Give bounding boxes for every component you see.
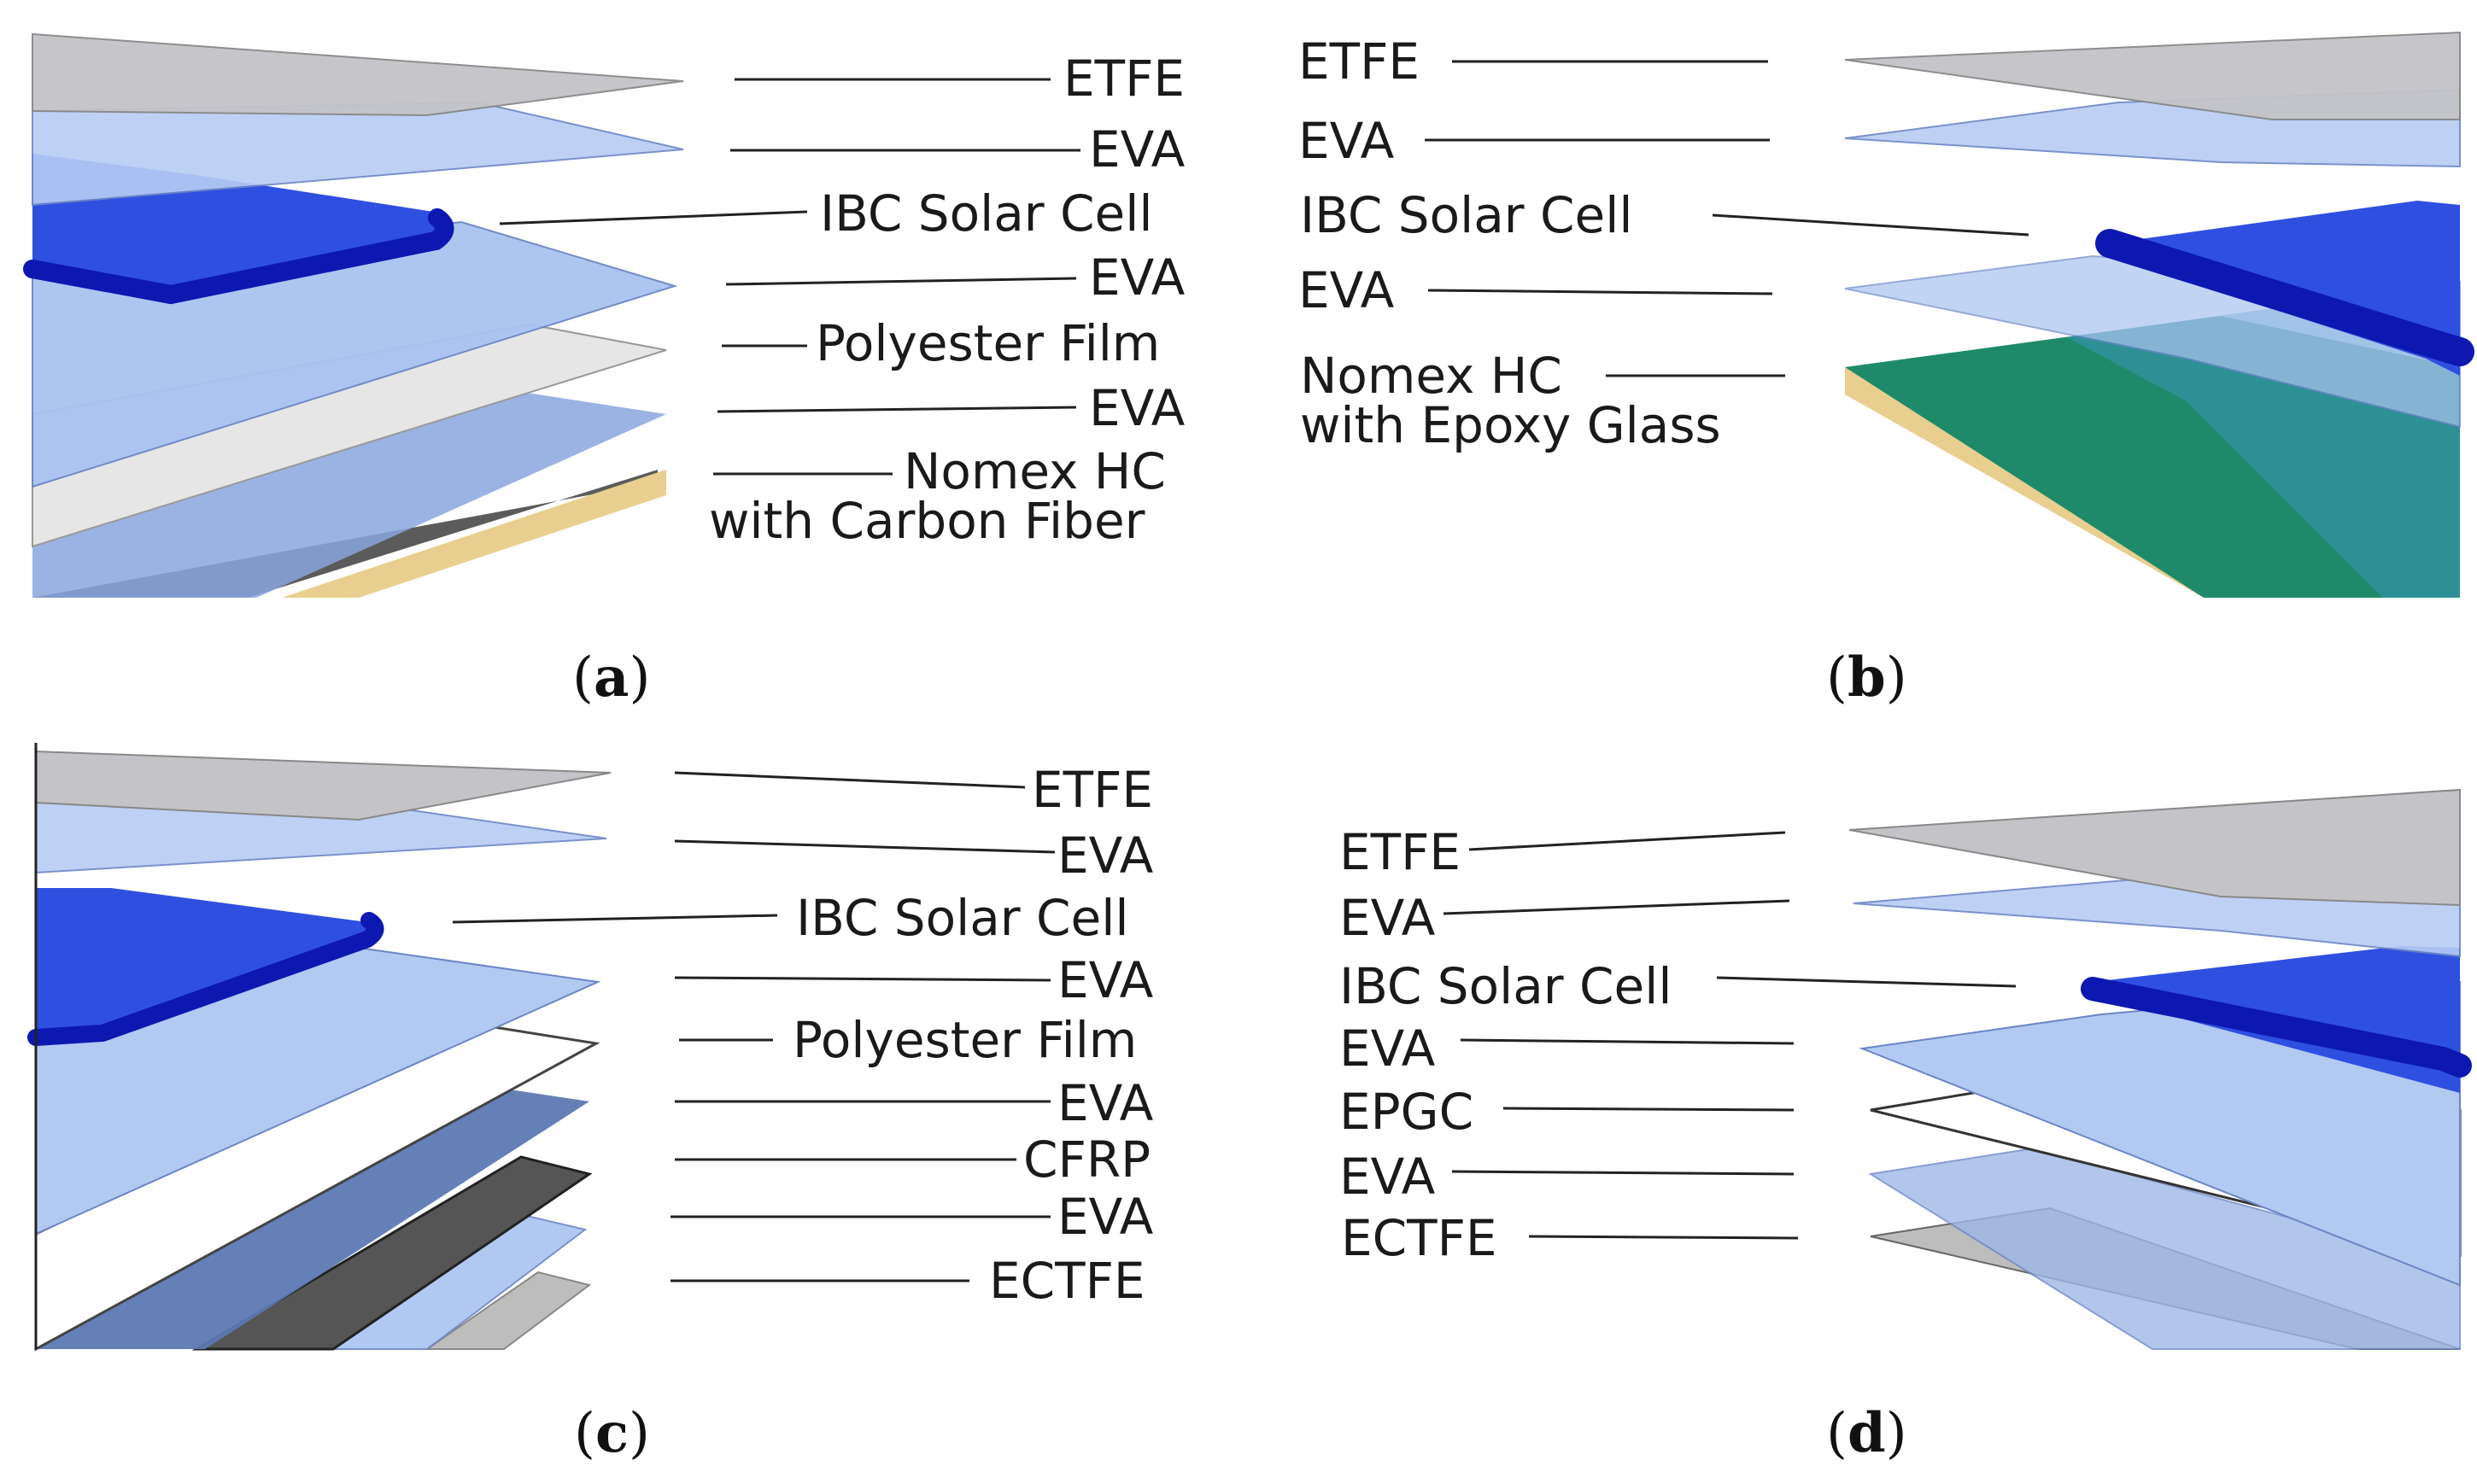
panel-a-label-ibc-solar-cell: IBC Solar Cell bbox=[820, 184, 1152, 242]
panel-d-leader-epgc bbox=[1502, 1107, 1795, 1112]
panel-b-leader-ibc bbox=[1712, 213, 2029, 237]
panel-d-leader-eva-2 bbox=[1460, 1038, 1795, 1045]
panel-a-eva-bottom bbox=[32, 380, 666, 598]
panel-a-leader-ibc bbox=[499, 210, 808, 225]
panel-c: ETFE EVA IBC Solar Cell EVA Polyester Fi… bbox=[27, 743, 1154, 1465]
panel-b-label-etfe: ETFE bbox=[1298, 32, 1420, 91]
panel-d-label-eva-1: EVA bbox=[1339, 889, 1436, 947]
panel-d-caption-letter: d bbox=[1848, 1401, 1886, 1465]
panel-d-leader-etfe bbox=[1468, 831, 1786, 851]
panel-d-leader-ibc bbox=[1716, 976, 2017, 988]
panel-b-label-eva-2: EVA bbox=[1298, 261, 1395, 319]
panel-c-label-eva-3: EVA bbox=[1057, 1074, 1154, 1132]
panel-d-label-ectfe: ECTFE bbox=[1341, 1209, 1497, 1267]
panel-a-label-eva-2: EVA bbox=[1089, 248, 1186, 307]
panel-a-label-nomex-hc: Nomex HC bbox=[904, 442, 1166, 500]
panel-d-eva-bottom bbox=[1868, 1147, 2461, 1350]
panel-c-label-ibc-solar-cell: IBC Solar Cell bbox=[796, 889, 1128, 947]
panel-a-honeycomb-core bbox=[282, 470, 666, 598]
panel-d-leader-eva-1 bbox=[1443, 899, 1790, 915]
panel-d-caption: (d) bbox=[1826, 1401, 1907, 1465]
panel-a-etfe bbox=[32, 32, 684, 117]
panel-a-label-eva-3: EVA bbox=[1089, 379, 1186, 437]
panel-c-cfrp bbox=[191, 1155, 593, 1351]
panel-c-label-ectfe: ECTFE bbox=[989, 1252, 1145, 1310]
panel-d-ibc-cell-edge bbox=[2081, 977, 2472, 1078]
panel-c-label-eva-2: EVA bbox=[1057, 951, 1154, 1009]
panel-a-label-carbon-fiber: with Carbon Fiber bbox=[709, 492, 1145, 550]
panel-a-label-etfe: ETFE bbox=[1063, 50, 1185, 108]
panel-c-label-polyester-film: Polyester Film bbox=[793, 1011, 1137, 1069]
panel-c-leader-eva-1 bbox=[674, 839, 1056, 854]
panel-d-leader-ectfe bbox=[1528, 1235, 1799, 1240]
panel-c-leader-etfe bbox=[674, 771, 1026, 789]
panel-b-caption: (b) bbox=[1826, 646, 1907, 710]
panel-c-leader-eva-2 bbox=[674, 976, 1051, 982]
panel-a-label-eva-1: EVA bbox=[1089, 120, 1186, 178]
panel-a-ibc-cell-edge bbox=[23, 208, 454, 305]
panel-c-ectfe bbox=[424, 1271, 592, 1350]
panel-d-leader-eva-3 bbox=[1451, 1170, 1795, 1176]
panel-c-caption-letter: c bbox=[595, 1401, 629, 1465]
panel-c-label-eva-1: EVA bbox=[1057, 827, 1154, 885]
panel-a-eva-top bbox=[32, 101, 684, 207]
panel-b-label-nomex-hc: Nomex HC bbox=[1300, 347, 1562, 405]
panel-c-label-cfrp: CFRP bbox=[1023, 1131, 1151, 1189]
panel-b-etfe bbox=[1844, 31, 2461, 120]
panel-c-caption: (c) bbox=[574, 1401, 650, 1465]
panel-b-label-epoxy-glass: with Epoxy Glass bbox=[1300, 396, 1721, 454]
panel-c-eva-lower bbox=[36, 1089, 589, 1349]
panel-d-label-ibc-solar-cell: IBC Solar Cell bbox=[1339, 957, 1672, 1015]
panel-d: ETFE EVA IBC Solar Cell EVA EPGC EVA ECT… bbox=[1339, 788, 2472, 1465]
panel-b-leader-eva-2 bbox=[1427, 289, 1773, 295]
panel-d-label-epgc: EPGC bbox=[1339, 1083, 1473, 1141]
panel-d-etfe bbox=[1848, 788, 2461, 907]
panel-b-label-eva-1: EVA bbox=[1298, 112, 1395, 170]
panel-c-label-etfe: ETFE bbox=[1032, 761, 1153, 819]
panel-d-label-eva-2: EVA bbox=[1339, 1020, 1436, 1078]
panel-c-label-eva-4: EVA bbox=[1057, 1188, 1154, 1246]
panel-a-label-polyester-film: Polyester Film bbox=[816, 314, 1160, 372]
panel-a-caption-letter: a bbox=[594, 646, 629, 710]
panel-b-ibc-cell-edge bbox=[2095, 229, 2474, 366]
panel-d-label-etfe: ETFE bbox=[1339, 823, 1461, 881]
panel-a-leader-eva-2 bbox=[725, 277, 1077, 286]
panel-d-label-eva-3: EVA bbox=[1339, 1148, 1436, 1206]
panel-b: ETFE EVA IBC Solar Cell EVA Nomex HC wit… bbox=[1298, 31, 2474, 710]
panel-c-leader-ibc bbox=[452, 914, 778, 924]
panel-a-caption: (a) bbox=[572, 646, 650, 710]
panel-c-ibc-cell-edge bbox=[27, 912, 384, 1046]
panel-b-label-ibc-solar-cell: IBC Solar Cell bbox=[1300, 186, 1632, 244]
panel-c-ibc-solar-cell bbox=[36, 888, 376, 1042]
panel-a-leader-eva-3 bbox=[717, 406, 1077, 413]
panel-b-caption-letter: b bbox=[1848, 646, 1886, 710]
panel-a: ETFE EVA IBC Solar Cell EVA Polyester Fi… bbox=[23, 32, 1186, 710]
